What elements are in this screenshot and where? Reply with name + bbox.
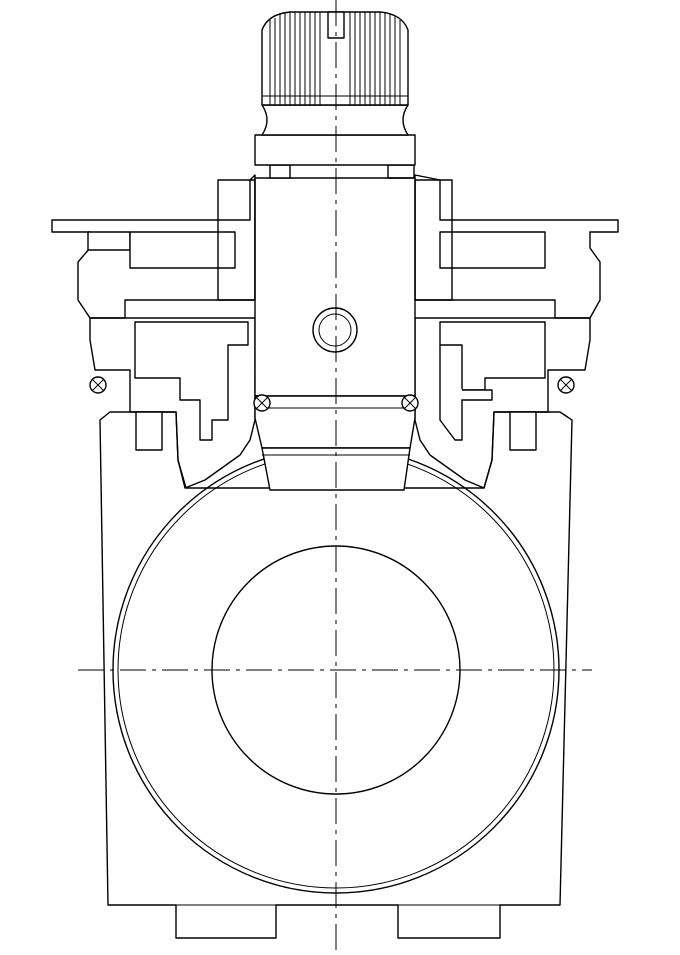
knob-collar bbox=[254, 104, 416, 166]
bonnet-right bbox=[414, 179, 453, 301]
lower-body bbox=[89, 317, 591, 489]
stem-body bbox=[254, 177, 416, 397]
knurled-knob-icon bbox=[261, 11, 409, 106]
stem bbox=[89, 177, 575, 491]
stem-lower bbox=[254, 395, 416, 449]
bonnet-left bbox=[217, 179, 256, 301]
port-left bbox=[135, 411, 163, 451]
bore-hole-icon bbox=[312, 307, 358, 353]
lower-body-left bbox=[89, 317, 256, 489]
port-right bbox=[509, 411, 537, 451]
centerlines bbox=[78, 0, 592, 955]
lower-body-right bbox=[414, 317, 591, 489]
o-ring-icon bbox=[89, 376, 575, 412]
